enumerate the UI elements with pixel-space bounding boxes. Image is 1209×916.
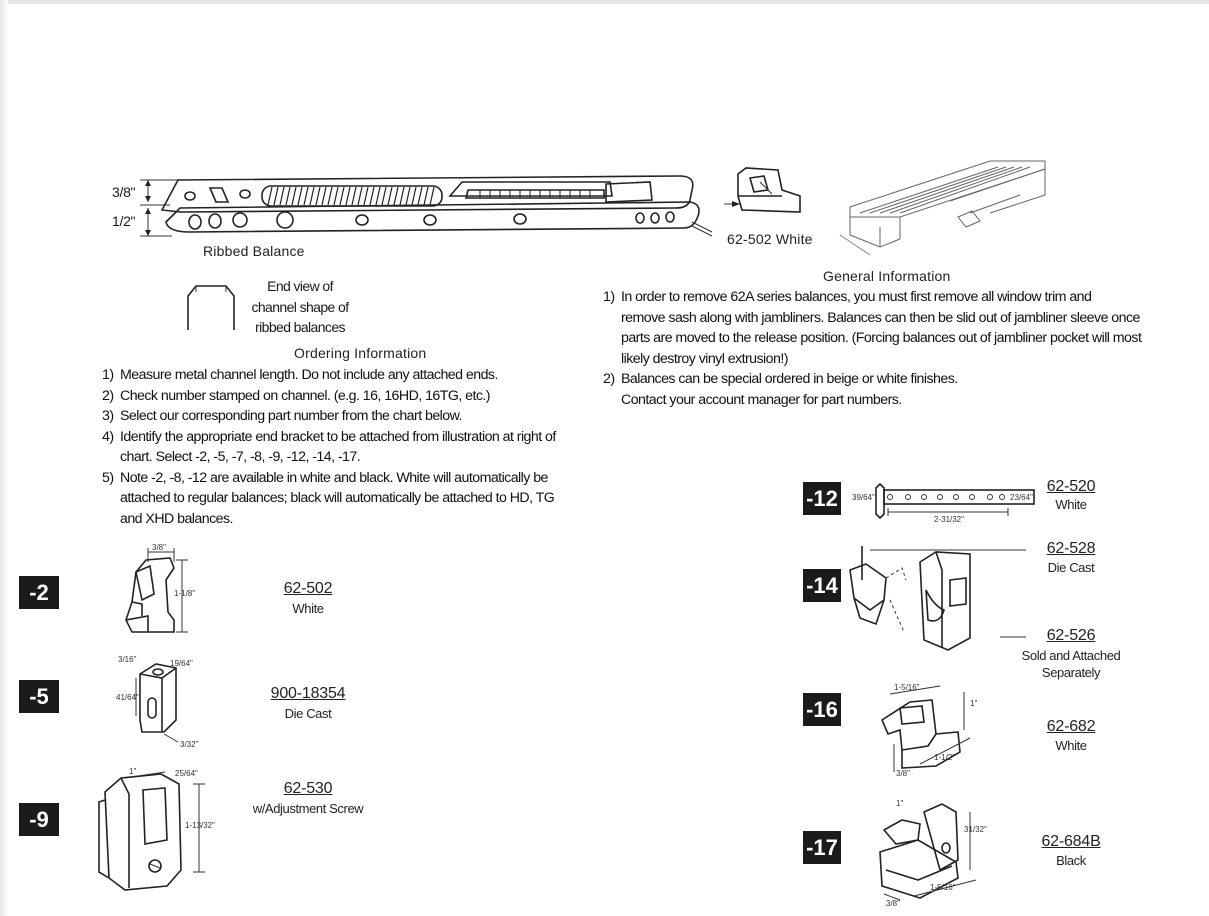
item-text: Check number stamped on channel. (e.g. 1… bbox=[120, 387, 491, 404]
part-number: 62-684B bbox=[1041, 833, 1101, 850]
part-17-illustration: 1" 31/32" 1-5/16" 3/8" bbox=[879, 799, 987, 908]
dim-label: 1" bbox=[896, 799, 903, 808]
item-number: 5) bbox=[102, 469, 114, 486]
part-number: 62-502 bbox=[283, 580, 333, 597]
dim-label: 3/32" bbox=[180, 740, 199, 749]
item-number: 4) bbox=[102, 428, 114, 445]
dim-label: 19/64" bbox=[170, 659, 193, 668]
end-view-line: End view of bbox=[267, 278, 333, 294]
dim-label: 1-5/16" bbox=[894, 683, 920, 692]
part-12-illustration: 39/64" 23/64" 2-31/32" bbox=[852, 482, 1035, 524]
item-text: Select our corresponding part number fro… bbox=[120, 408, 462, 424]
dim-label: 25/64" bbox=[175, 769, 198, 778]
end-view-caption: End view of channel shape of ribbed bala… bbox=[240, 276, 360, 338]
part-desc: Sold and Attached bbox=[1021, 648, 1121, 663]
general-title: General Information bbox=[823, 268, 951, 284]
item-text: parts are moved to the release position.… bbox=[621, 330, 1142, 346]
part-16-illustration: 1-5/16" 1" 1-1/2" 3/8" bbox=[880, 683, 977, 778]
dim-label: 1" bbox=[129, 767, 136, 776]
dim-label: 39/64" bbox=[852, 493, 875, 502]
item-text: In order to remove 62A series balances, … bbox=[621, 289, 1092, 305]
part-number: 900-18354 bbox=[270, 685, 346, 702]
part-badge: -17 bbox=[803, 831, 841, 864]
part-number: 62-682 bbox=[1046, 718, 1096, 735]
part-number: 62-528 bbox=[1046, 540, 1096, 557]
list-item: 2) Check number stamped on channel. (e.g… bbox=[102, 386, 602, 407]
list-item: 5) Note -2, -8, -12 are available in whi… bbox=[102, 468, 602, 530]
part-number: 62-530 bbox=[283, 780, 333, 797]
bracket-502-caption: 62-502 White bbox=[727, 231, 813, 247]
part-badge: -12 bbox=[803, 482, 841, 515]
dim-label: 3/8" bbox=[152, 543, 166, 552]
part-badge: -9 bbox=[19, 803, 59, 836]
item-text: Identify the appropriate end bracket to … bbox=[120, 428, 556, 445]
list-item: 2) Balances can be special ordered in be… bbox=[603, 369, 1183, 410]
ribbed-balance-caption: Ribbed Balance bbox=[203, 243, 305, 259]
part-desc: White bbox=[1055, 497, 1087, 512]
list-item: 1) In order to remove 62A series balance… bbox=[603, 287, 1183, 369]
item-text: Note -2, -8, -12 are available in white … bbox=[120, 469, 548, 486]
part-badge: -16 bbox=[803, 693, 841, 726]
dim-label: 3/8" bbox=[886, 899, 900, 908]
dim-lower-label: 1/2" bbox=[112, 213, 136, 229]
dim-label: 23/64" bbox=[1010, 493, 1033, 502]
dim-label: 31/32" bbox=[964, 825, 987, 834]
item-text: chart. Select -2, -5, -7, -8, -9, -12, -… bbox=[120, 449, 361, 465]
part-desc: White bbox=[1055, 738, 1087, 753]
dim-label: 41/64" bbox=[116, 693, 139, 702]
end-view-line: ribbed balances bbox=[255, 319, 345, 335]
item-number: 1) bbox=[603, 289, 615, 305]
part-number: 62-526 bbox=[1046, 627, 1096, 644]
part-2-illustration: 3/8" 1-1/8" bbox=[125, 543, 195, 633]
item-text: Contact your account manager for part nu… bbox=[621, 391, 902, 408]
part-badge: -5 bbox=[19, 680, 59, 713]
jambliner-illustration bbox=[839, 160, 1046, 256]
item-number: 3) bbox=[102, 408, 114, 424]
dim-label: 3/8" bbox=[896, 769, 910, 778]
item-text: Measure metal channel length. Do not inc… bbox=[120, 367, 498, 383]
general-list: 1) In order to remove 62A series balance… bbox=[603, 287, 1183, 410]
item-text: likely destroy vinyl extrusion!) bbox=[621, 350, 788, 367]
item-text: attached to regular balances; black will… bbox=[120, 490, 555, 506]
dim-label: 1" bbox=[970, 699, 977, 708]
part-desc: w/Adjustment Screw bbox=[252, 801, 364, 816]
part-desc: Die Cast bbox=[284, 706, 332, 721]
part-9-illustration: 1" 25/64" 1-13/32" bbox=[98, 767, 215, 891]
part-14-illustration bbox=[849, 546, 1026, 651]
item-number: 2) bbox=[603, 371, 615, 387]
dim-label: 1-5/16" bbox=[930, 883, 956, 892]
list-item: 4) Identify the appropriate end bracket … bbox=[102, 427, 602, 468]
part-desc: Separately bbox=[1041, 665, 1101, 680]
bracket-502-illustration bbox=[724, 167, 801, 213]
part-5-illustration: 3/16" 19/64" 41/64" 3/32" bbox=[116, 655, 199, 749]
part-desc: White bbox=[292, 601, 324, 616]
part-desc: Black bbox=[1056, 853, 1086, 868]
dim-label: 1-1/8" bbox=[174, 589, 195, 598]
dim-label: 1-13/32" bbox=[185, 821, 215, 830]
list-item: 3) Select our corresponding part number … bbox=[102, 406, 602, 427]
part-number: 62-520 bbox=[1046, 478, 1096, 495]
item-number: 2) bbox=[102, 387, 114, 404]
dim-label: 1-1/2" bbox=[934, 753, 955, 762]
dim-label: 2-31/32" bbox=[934, 515, 964, 524]
item-text: and XHD balances. bbox=[120, 510, 233, 527]
item-text: remove sash along with jambliners. Balan… bbox=[621, 309, 1140, 326]
part-badge: -2 bbox=[19, 576, 59, 609]
list-item: 1) Measure metal channel length. Do not … bbox=[102, 365, 602, 386]
part-desc: Die Cast bbox=[1047, 560, 1095, 575]
page-left-shadow bbox=[0, 0, 8, 916]
ordering-list: 1) Measure metal channel length. Do not … bbox=[102, 365, 602, 529]
dim-upper-label: 3/8" bbox=[112, 184, 136, 200]
part-badge: -14 bbox=[803, 569, 841, 602]
end-view-line: channel shape of bbox=[251, 298, 349, 315]
dim-label: 3/16" bbox=[118, 655, 137, 664]
page-top-border bbox=[0, 0, 1209, 4]
item-text: Balances can be special ordered in beige… bbox=[621, 371, 958, 387]
ordering-title: Ordering Information bbox=[294, 345, 427, 361]
item-number: 1) bbox=[102, 367, 114, 383]
